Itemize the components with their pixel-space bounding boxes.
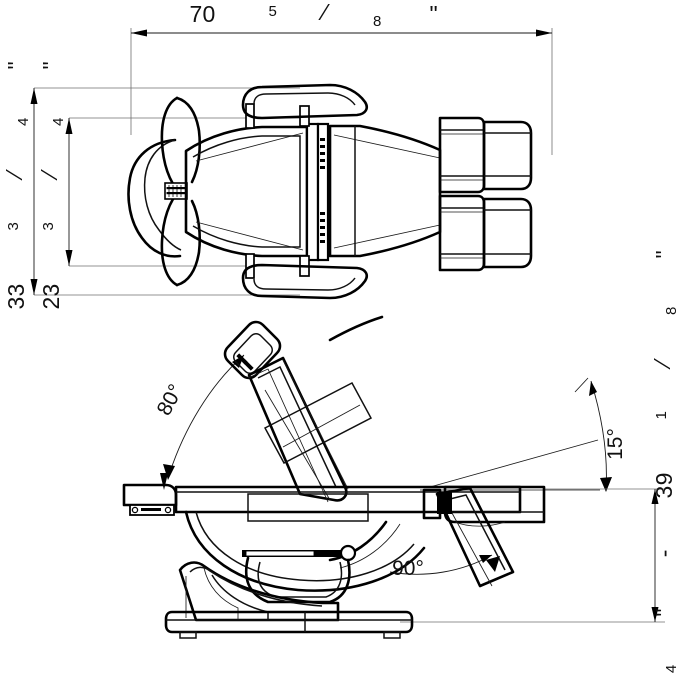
length-extension-lines bbox=[130, 28, 553, 155]
height-min-denominator: 4 bbox=[663, 664, 679, 673]
seat-width-dimension bbox=[65, 118, 73, 266]
width-whole: 33 bbox=[3, 283, 29, 309]
angle-90-text: 90° bbox=[392, 557, 424, 580]
height-range-label: 24 1 ⁄ 4 " - 39 1 ⁄ 8 " bbox=[645, 217, 679, 679]
tilt-reference-line bbox=[429, 439, 599, 488]
length-numerator: 5 bbox=[268, 3, 277, 20]
height-max-slash: ⁄ bbox=[649, 358, 675, 370]
headrest-control-plate bbox=[164, 182, 188, 200]
armrest-raised bbox=[263, 381, 373, 465]
chair-plan-outline bbox=[127, 83, 533, 300]
width-denominator: 4 bbox=[15, 117, 32, 126]
seatwidth-whole: 23 bbox=[38, 283, 64, 309]
length-slash: ⁄ bbox=[318, 0, 330, 25]
chair-side-outline bbox=[122, 320, 546, 639]
seatwidth-unit: " bbox=[38, 61, 64, 69]
height-max-numerator: 1 bbox=[653, 411, 670, 420]
overall-width-label: 33 3 ⁄ 4 " bbox=[0, 28, 33, 357]
legrest-angle-label: 90° bbox=[392, 557, 424, 580]
armrest-lower bbox=[241, 263, 369, 300]
seatwidth-numerator: 3 bbox=[40, 222, 57, 231]
svg-text:23 3 ⁄ 4: 23 3 ⁄ 4 " bbox=[32, 28, 68, 357]
center-rail bbox=[305, 122, 330, 262]
overall-width-dimension bbox=[30, 88, 38, 295]
length-whole: 70 bbox=[189, 1, 215, 27]
length-unit: " bbox=[429, 1, 437, 27]
height-min-unit: " bbox=[651, 608, 677, 616]
base-plate bbox=[164, 610, 414, 639]
seat-tilt-label: 15° bbox=[604, 428, 627, 460]
angle-15-text: 15° bbox=[604, 428, 627, 460]
motion-arc-stroke bbox=[328, 315, 384, 342]
width-numerator: 3 bbox=[5, 222, 22, 231]
backrest-angle-label: 80° bbox=[153, 381, 188, 420]
armrest-upper bbox=[241, 83, 369, 120]
height-range-dimension bbox=[400, 488, 665, 623]
backrest-angle-arc-80 bbox=[163, 354, 245, 480]
top-view-group bbox=[30, 28, 553, 300]
side-view-group bbox=[122, 315, 665, 639]
legrest-dropped bbox=[435, 486, 515, 588]
length-denominator: 8 bbox=[373, 13, 382, 30]
headrest-raised bbox=[223, 320, 282, 380]
svg-text:70 5 ⁄ 8: 70 5 ⁄ 8 " bbox=[143, 0, 472, 31]
legrest-upper bbox=[438, 116, 533, 194]
overall-length-dimension bbox=[131, 29, 552, 37]
seat-width-label: 23 3 ⁄ 4 " bbox=[32, 28, 68, 357]
legrest-angle-arc-90 bbox=[389, 554, 493, 575]
angle-80-text: 80° bbox=[153, 381, 188, 420]
legrest-horizontal bbox=[443, 485, 546, 527]
rail-perforations bbox=[320, 138, 325, 243]
center-pivot bbox=[242, 544, 357, 562]
width-slash: ⁄ bbox=[1, 169, 27, 181]
width-unit: " bbox=[3, 61, 29, 69]
svg-text:24 1 ⁄ 4: 24 1 ⁄ 4 " - 39 1 ⁄ 8 " bbox=[645, 217, 679, 679]
height-max-unit: " bbox=[651, 250, 677, 258]
seat-tilt-arc-15 bbox=[574, 377, 612, 492]
height-max-denominator: 8 bbox=[663, 306, 679, 315]
height-range-separator: - bbox=[651, 549, 677, 557]
seatwidth-denominator: 4 bbox=[50, 117, 67, 126]
legrest-hinge bbox=[422, 488, 452, 520]
svg-text:33 3 ⁄ 4: 33 3 ⁄ 4 " bbox=[0, 28, 33, 357]
overall-length-label: 70 5 ⁄ 8 " bbox=[143, 0, 472, 31]
seatwidth-slash: ⁄ bbox=[36, 169, 62, 181]
height-max-whole: 39 bbox=[651, 472, 677, 498]
legrest-lower bbox=[438, 194, 533, 272]
